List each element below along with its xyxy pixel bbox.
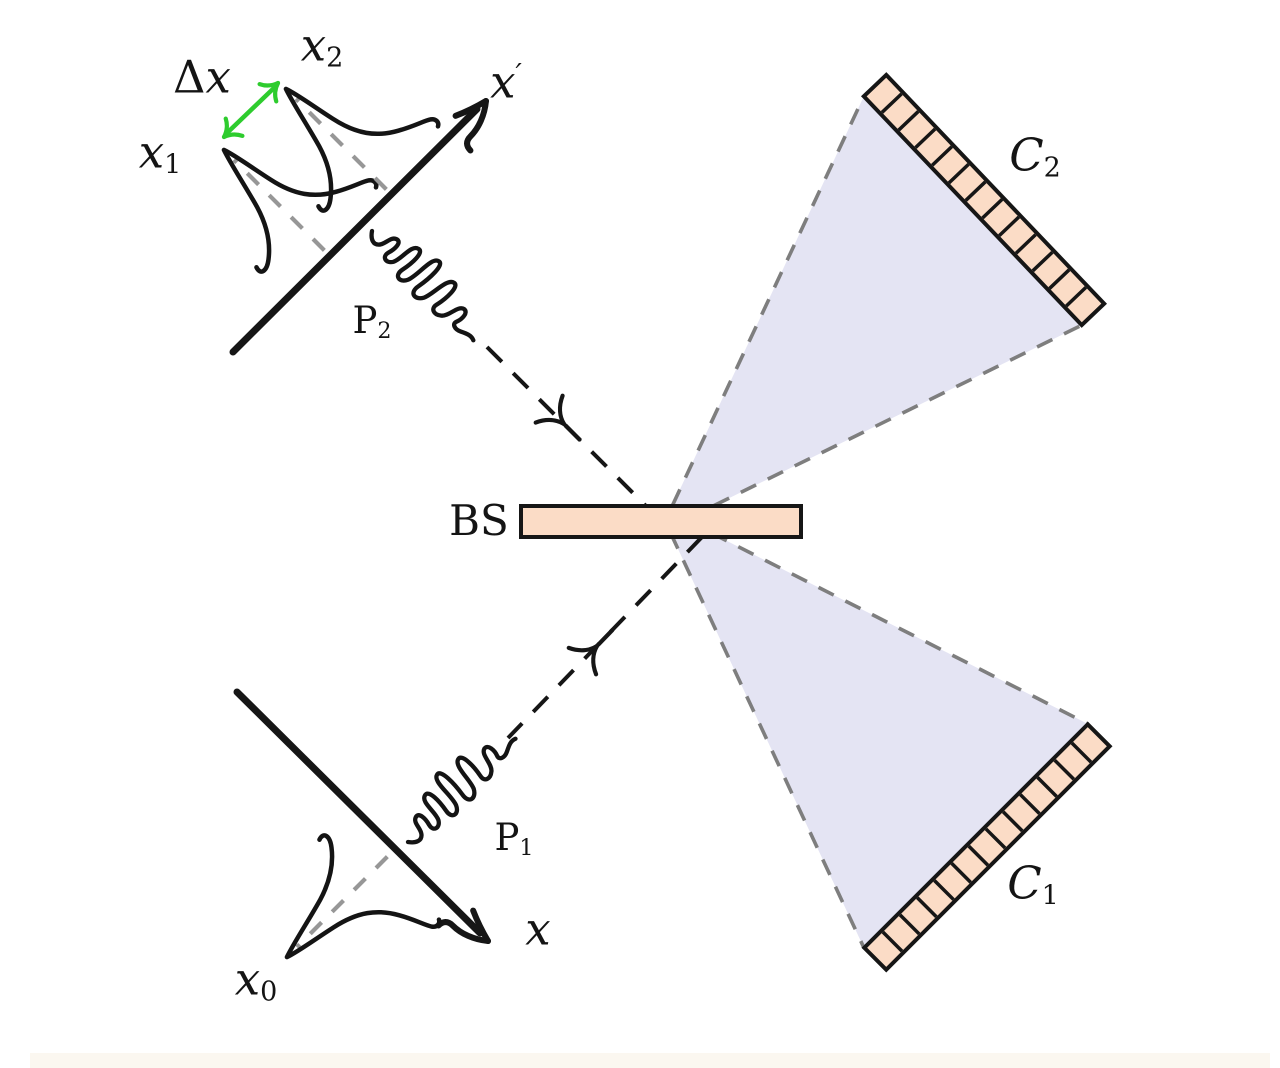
cone-lower-edge-bottom (656, 505, 866, 949)
cone-upper-edge-right (659, 323, 1083, 534)
photon-path-upper (485, 345, 658, 518)
cone-lower (656, 504, 1089, 949)
label-camera-c1: C1 (1007, 856, 1059, 912)
wavepacket-x1 (221, 147, 379, 274)
label-x0: x0 (234, 952, 278, 1008)
arrowhead-upper-path (533, 393, 582, 442)
beamsplitter (519, 504, 803, 539)
cone-lower-edge-top (657, 504, 1089, 726)
label-x2: x2 (300, 18, 344, 74)
label-photon-p1: P1 (494, 815, 534, 861)
delta-x-arrowhead-bottom (221, 116, 245, 140)
beamsplitter-bar (519, 504, 803, 539)
detector-c2 (860, 72, 1108, 328)
wavepacket-x0-curve (284, 833, 442, 960)
label-x-axis: x (525, 902, 551, 956)
photon-path-lower (506, 535, 704, 740)
wavepacket-x1-centerline (232, 158, 326, 252)
wavepacket-x2-curve (283, 86, 441, 213)
wavepacket-x2-centerline (294, 97, 388, 191)
cone-lower-fill (658, 506, 1088, 948)
label-x1: x1 (138, 125, 182, 181)
wavepacket-x1-curve (221, 147, 379, 274)
cone-upper (658, 95, 1083, 534)
delta-x-arrow (221, 80, 281, 140)
axis-x-prime-line (229, 105, 481, 356)
arrowhead-lower-path (566, 628, 615, 677)
wavepacket-x0 (284, 833, 442, 960)
photon-path-lower-line (506, 535, 704, 740)
axis-x-arrowhead (435, 907, 491, 944)
label-beamsplitter: BS (449, 496, 509, 545)
detector-c1 (861, 721, 1113, 973)
label-delta-x: Δx (173, 50, 231, 104)
label-x-prime-axis: x′ (490, 55, 522, 109)
photon-squiggle-p1 (405, 736, 518, 845)
bottom-edge-strip (30, 1053, 1270, 1068)
label-photon-p2: P2 (352, 298, 392, 344)
cone-upper-edge-left (658, 95, 866, 533)
axis-x (233, 688, 491, 944)
axis-x-prime (229, 98, 489, 356)
cone-upper-fill (660, 96, 1082, 532)
photon-squiggle-p2 (369, 228, 476, 343)
delta-x-arrowhead-top (257, 80, 281, 104)
delta-x-arrow-line (225, 85, 277, 135)
label-camera-c2: C2 (1009, 128, 1061, 184)
axis-x-line (233, 688, 484, 937)
wavepacket-x2 (283, 86, 441, 213)
wavepacket-x0-centerline (295, 855, 389, 949)
axis-x-prime-arrowhead (452, 98, 489, 154)
